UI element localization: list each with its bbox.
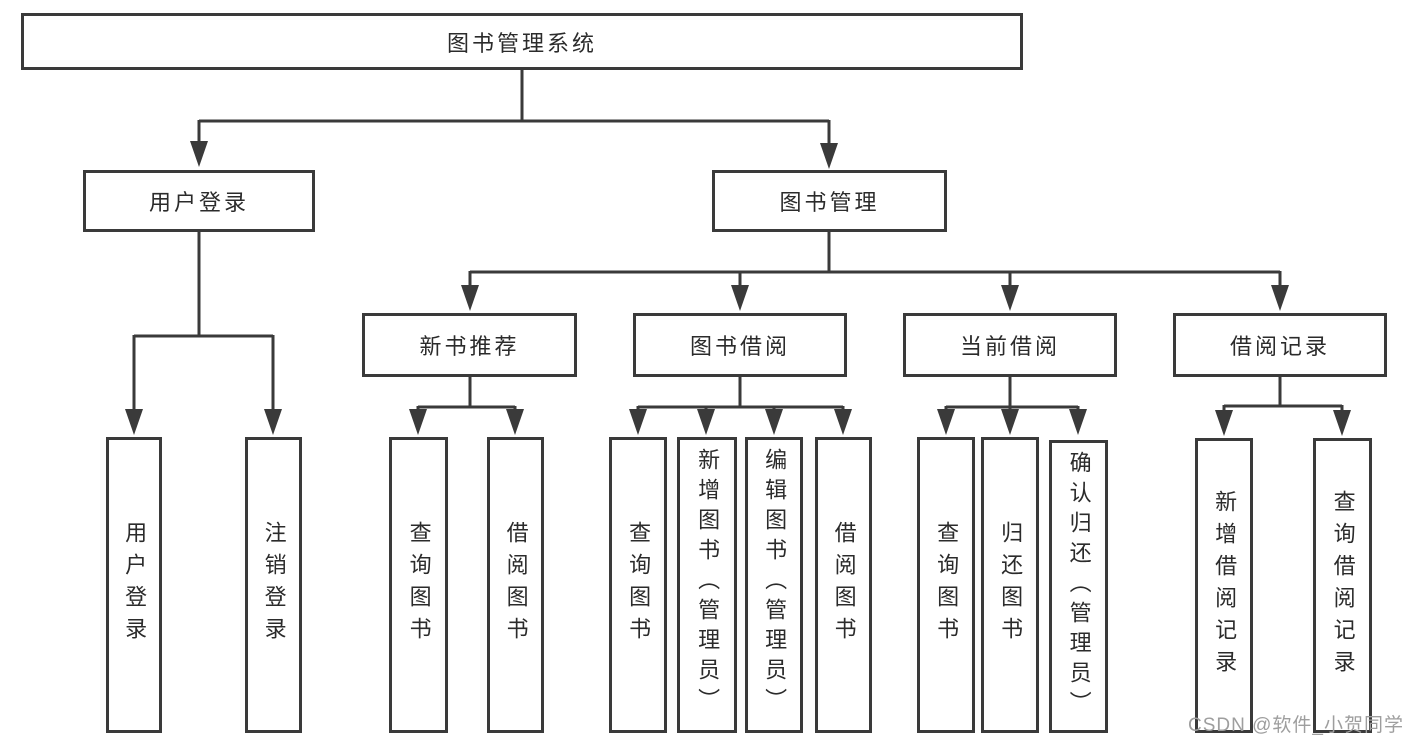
leaf-bb-add-books-admin-label: 新增图书（管理员） <box>695 448 721 718</box>
node-book-management: 图书管理 <box>712 170 947 232</box>
leaf-br-query-record: 查询借阅记录 <box>1313 438 1372 733</box>
leaf-cb-confirm-return-admin-label: 确认归还（管理员） <box>1066 451 1092 721</box>
node-new-book-recommendation: 新书推荐 <box>362 313 577 377</box>
node-library-management-system: 图书管理系统 <box>21 13 1023 70</box>
csdn-watermark: CSDN @软件_小贺同学 <box>1188 715 1404 736</box>
leaf-br-add-record-label: 新增借阅记录 <box>1212 489 1238 682</box>
node-current-borrowing: 当前借阅 <box>903 313 1117 377</box>
leaf-logout-login: 注销登录 <box>245 437 302 733</box>
node-borrowing-records: 借阅记录 <box>1173 313 1387 377</box>
leaf-bb-edit-books-admin-label: 编辑图书（管理员） <box>762 448 788 718</box>
node-book-borrowing: 图书借阅 <box>633 313 847 377</box>
leaf-bb-borrow-books: 借阅图书 <box>815 437 872 733</box>
leaf-user-login-label: 用户登录 <box>122 521 148 649</box>
leaf-br-add-record: 新增借阅记录 <box>1195 438 1253 733</box>
leaf-bb-edit-books-admin: 编辑图书（管理员） <box>745 437 803 733</box>
leaf-nbr-borrow-books: 借阅图书 <box>487 437 544 733</box>
leaf-bb-query-books: 查询图书 <box>609 437 667 733</box>
leaf-cb-return-books: 归还图书 <box>981 437 1039 733</box>
leaf-cb-return-books-label: 归还图书 <box>998 521 1024 649</box>
leaf-cb-query-books: 查询图书 <box>917 437 975 733</box>
leaf-logout-login-label: 注销登录 <box>261 521 287 649</box>
node-user-login: 用户登录 <box>83 170 315 232</box>
leaf-cb-confirm-return-admin: 确认归还（管理员） <box>1049 440 1108 733</box>
leaf-br-query-record-label: 查询借阅记录 <box>1330 489 1356 682</box>
leaf-bb-add-books-admin: 新增图书（管理员） <box>677 437 737 733</box>
leaf-bb-query-books-label: 查询图书 <box>626 521 652 649</box>
leaf-nbr-query-books-label: 查询图书 <box>406 521 432 649</box>
leaf-bb-borrow-books-label: 借阅图书 <box>831 521 857 649</box>
leaf-cb-query-books-label: 查询图书 <box>934 521 960 649</box>
leaf-user-login: 用户登录 <box>106 437 162 733</box>
leaf-nbr-query-books: 查询图书 <box>389 437 448 733</box>
leaf-nbr-borrow-books-label: 借阅图书 <box>503 521 529 649</box>
